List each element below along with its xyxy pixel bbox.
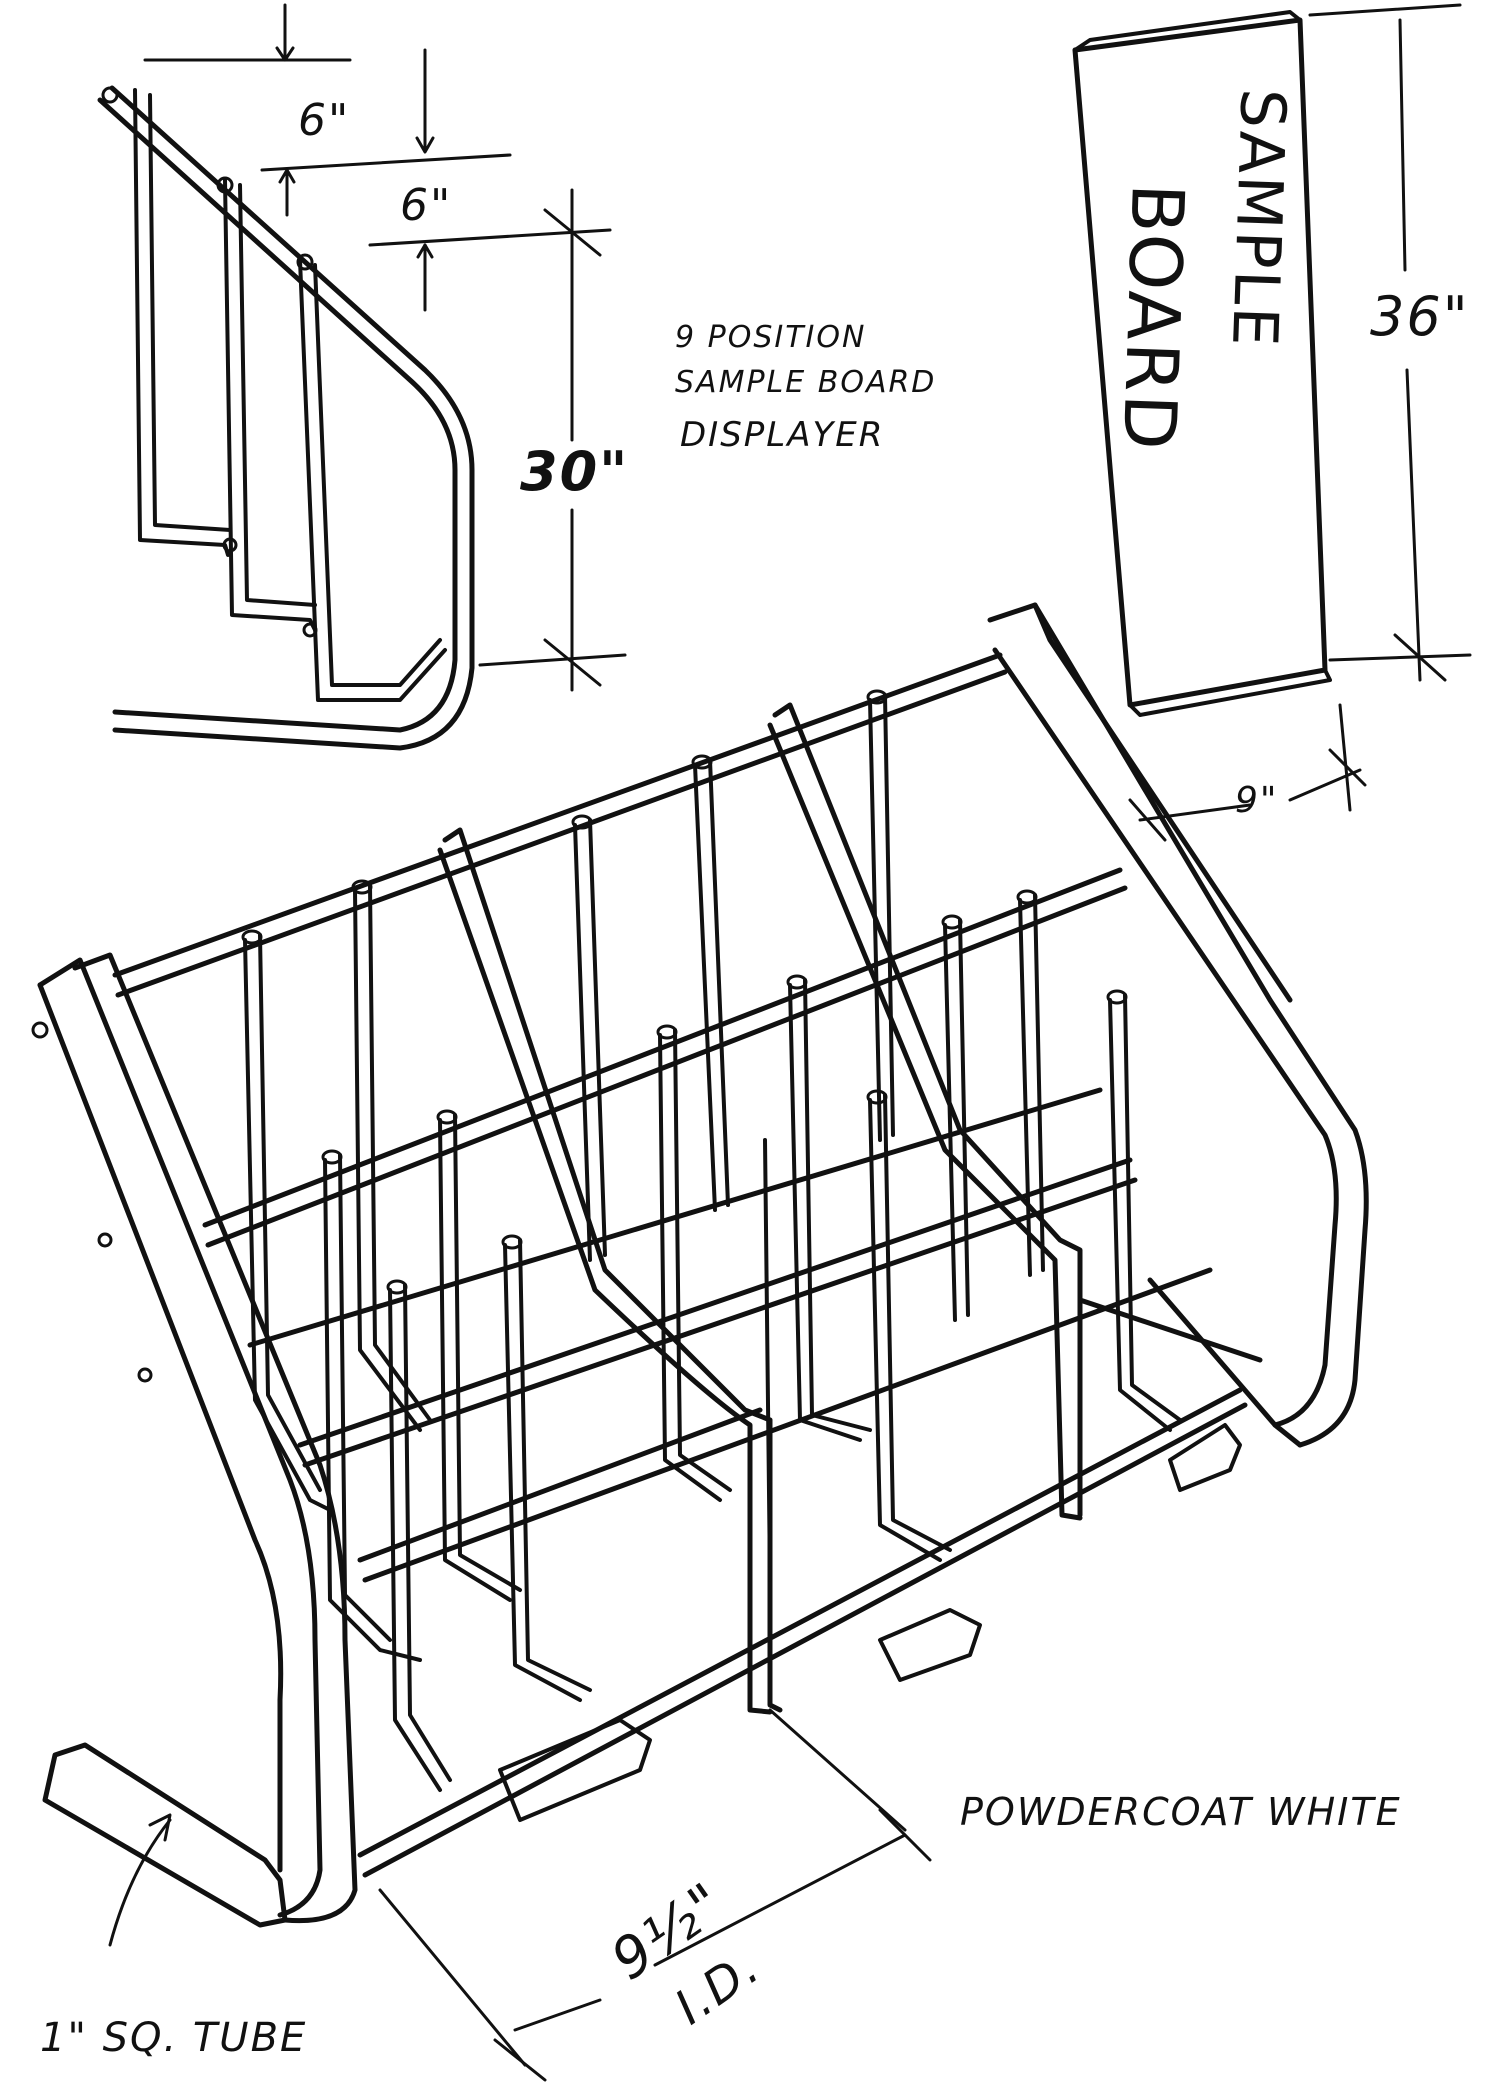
dim-label-36in: 36" — [1370, 285, 1470, 348]
dim-label-6in-second: 6" — [400, 180, 453, 231]
board-text-line-2: BOARD — [1106, 182, 1200, 454]
title-line-1: 9 POSITION — [675, 320, 867, 355]
finish-note: POWDERCOAT WHITE — [960, 1790, 1402, 1834]
dim-label-6in-top: 6" — [298, 95, 351, 146]
dim-label-30in: 30" — [520, 440, 630, 503]
board-text-line-1: SAMPLE — [1217, 87, 1300, 350]
title-line-2: SAMPLE BOARD — [675, 365, 937, 400]
side-elevation-view — [97, 3, 627, 751]
tube-note: 1" SQ. TUBE — [40, 2015, 308, 2061]
dim-label-9in: 9" — [1235, 780, 1279, 821]
title-line-3: DISPLAYER — [680, 415, 885, 455]
sample-board-view — [1072, 3, 1472, 842]
rack-perspective-view — [31, 602, 1369, 2082]
